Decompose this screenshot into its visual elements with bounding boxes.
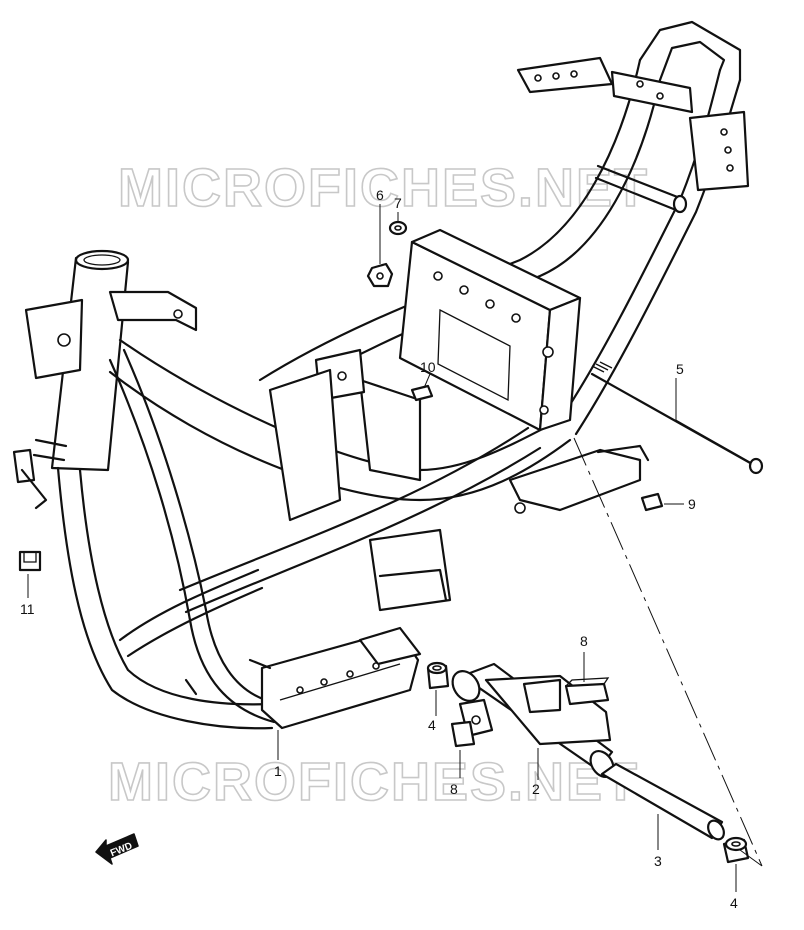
callout-8-lower: 8 [450, 781, 458, 797]
callout-11: 11 [20, 601, 35, 617]
side-frame-plate [268, 368, 342, 522]
callout-5: 5 [676, 361, 684, 377]
center-stanchion [358, 378, 422, 482]
part-5-long-bolt [590, 361, 764, 475]
head-pipe [12, 249, 130, 510]
callout-7: 7 [394, 195, 402, 211]
part-3-tube [600, 762, 725, 841]
part-11-clip-nut [18, 550, 42, 572]
callout-2: 2 [532, 781, 540, 797]
rear-bracket-left [516, 56, 614, 94]
main-frame [12, 20, 750, 730]
part-7-washer [388, 220, 408, 236]
callout-3: 3 [654, 853, 662, 869]
head-gusset [108, 290, 198, 332]
rear-bracket-right [688, 110, 750, 192]
watermark-bottom: MICROFICHES.NET [108, 752, 639, 812]
footrest-bracket [184, 626, 422, 730]
forward-direction-badge: FWD [95, 833, 139, 865]
forward-arrow-icon [95, 833, 139, 865]
part-6-nut [366, 262, 394, 288]
part-10-clip [410, 384, 434, 402]
callout-10: 10 [420, 359, 436, 375]
callout-1: 1 [274, 763, 282, 779]
callout-9: 9 [688, 496, 696, 512]
part-9-clip [640, 492, 664, 512]
leader-lines [27, 204, 763, 892]
callout-4-left: 4 [428, 717, 436, 733]
part-4-bushing-left [426, 661, 450, 690]
watermark-top: MICROFICHES.NET [118, 158, 649, 218]
callout-6: 6 [376, 187, 384, 203]
right-mount-bracket [508, 448, 642, 512]
part-2-pivot-assembly [451, 662, 615, 778]
part-8-pad-upper [564, 677, 610, 706]
part-8-pad-lower [450, 720, 476, 748]
engine-mount-box [398, 228, 582, 432]
callout-8-upper: 8 [580, 633, 588, 649]
part-4-bushing-right [722, 836, 750, 864]
callout-4-right: 4 [730, 895, 738, 911]
